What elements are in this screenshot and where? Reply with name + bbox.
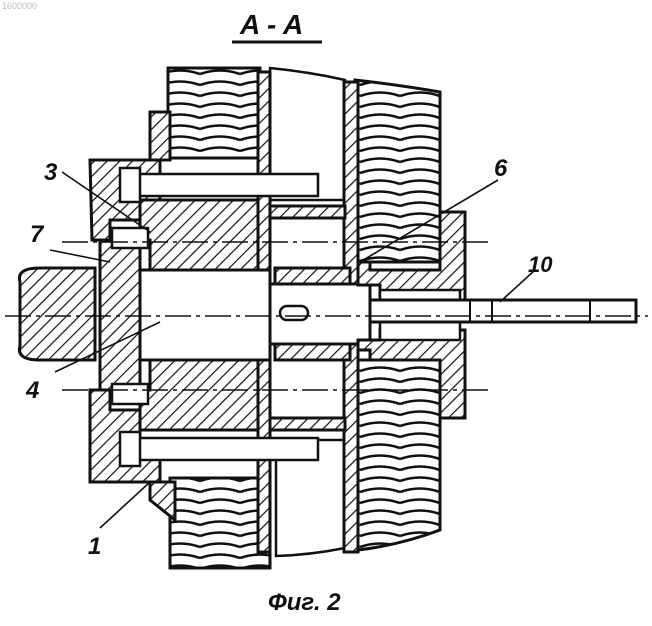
label-part-10: 10 bbox=[528, 252, 553, 277]
stamp-text: 1600000 bbox=[2, 1, 37, 11]
label-part-4: 4 bbox=[25, 377, 39, 404]
central-shaft bbox=[140, 268, 370, 360]
label-part-7: 7 bbox=[30, 221, 45, 248]
output-rod-part-10 bbox=[370, 300, 636, 322]
section-title: A - A bbox=[239, 9, 303, 40]
label-part-6: 6 bbox=[494, 155, 508, 182]
label-part-3: 3 bbox=[44, 159, 58, 186]
figure-caption: Фиг. 2 bbox=[268, 589, 341, 616]
label-part-1: 1 bbox=[88, 533, 101, 560]
shaft-end-part-7 bbox=[19, 268, 95, 360]
